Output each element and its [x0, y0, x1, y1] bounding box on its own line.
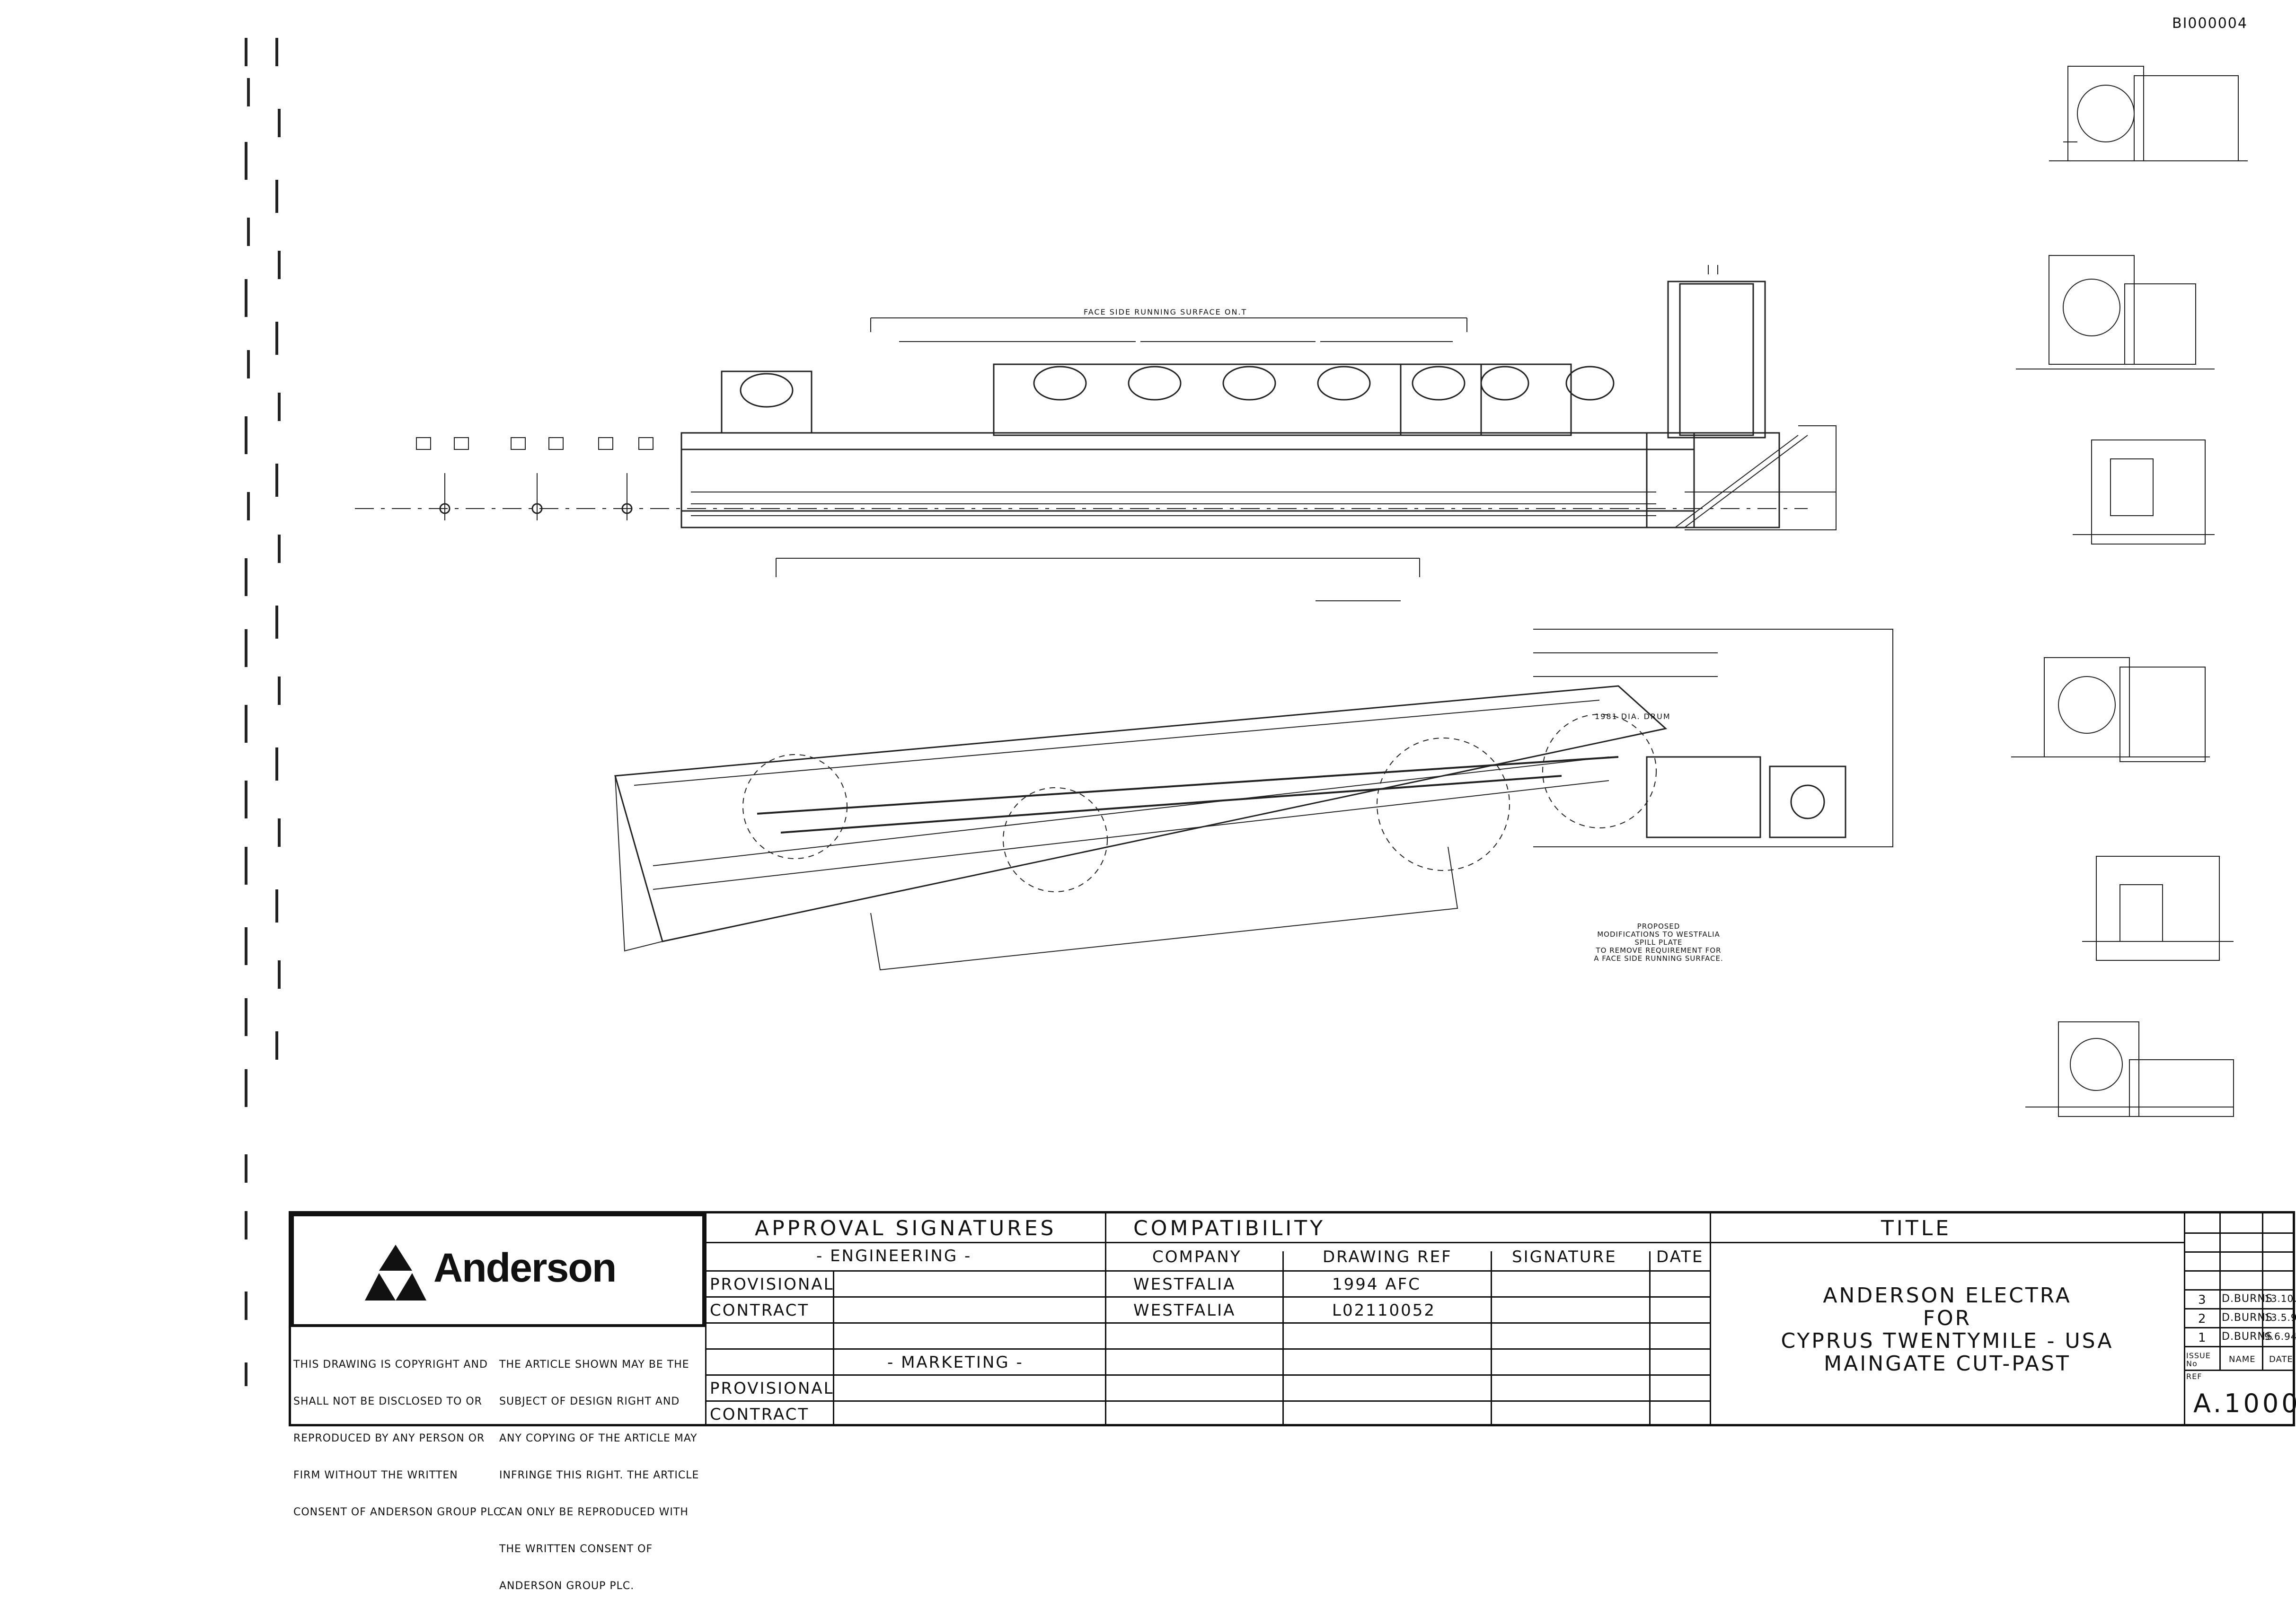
revision-date: 13.5.94 — [2264, 1312, 2296, 1323]
plan-view — [355, 265, 1837, 601]
note-line: SPILL PLATE — [1634, 938, 1683, 947]
notice-line: SHALL NOT BE DISCLOSED TO OR — [293, 1396, 482, 1407]
revision-date: 13.10.94 — [2264, 1293, 2296, 1304]
binding-marks — [245, 38, 281, 1386]
revision-date: 9.6.94 — [2264, 1331, 2296, 1342]
engineering-contract-label: CONTRACT — [710, 1301, 810, 1320]
company-name: Anderson — [433, 1245, 617, 1291]
notice-line: INFRINGE THIS RIGHT. THE ARTICLE — [499, 1469, 699, 1481]
compat-row-drawing-ref: L02110052 — [1332, 1301, 1436, 1320]
compat-row-company: WESTFALIA — [1133, 1275, 1236, 1294]
compat-row-company: WESTFALIA — [1133, 1301, 1236, 1320]
notice-line: SUBJECT OF DESIGN RIGHT AND — [499, 1396, 680, 1407]
side-view — [614, 629, 1893, 971]
design-right-notice: THE ARTICLE SHOWN MAY BE THE SUBJECT OF … — [499, 1334, 699, 1617]
note-line: MODIFICATIONS TO WESTFALIA — [1597, 930, 1720, 939]
detail-views — [2011, 66, 2248, 1117]
date-column-header: DATE — [1656, 1248, 1704, 1266]
notice-line: CONSENT OF ANDERSON GROUP PLC. — [293, 1506, 505, 1518]
company-column-header: COMPANY — [1152, 1248, 1242, 1266]
notice-line: THIS DRAWING IS COPYRIGHT AND — [293, 1359, 488, 1371]
notice-line: CAN ONLY BE REPRODUCED WITH — [499, 1506, 689, 1518]
revision-issue: 1 — [2198, 1331, 2207, 1345]
title-line: ANDERSON ELECTRA — [1823, 1283, 2072, 1308]
title-line: MAINGATE CUT-PAST — [1824, 1352, 2071, 1376]
engineering-label: - ENGINEERING - — [816, 1247, 972, 1265]
name-column-header: NAME — [2229, 1354, 2256, 1364]
title-line: FOR — [1923, 1306, 1972, 1330]
ref-label: REF — [2186, 1372, 2202, 1381]
signature-column-header: SIGNATURE — [1512, 1248, 1617, 1266]
revision-issue: 3 — [2198, 1293, 2207, 1307]
revision-name: D.BURNS — [2222, 1293, 2273, 1305]
document-number: BI000004 — [2172, 15, 2248, 32]
engineering-provisional-label: PROVISIONAL — [710, 1275, 834, 1294]
revision-issue: 2 — [2198, 1312, 2207, 1326]
drawing-ref-column-header: DRAWING REF — [1323, 1248, 1452, 1266]
compatibility-header: COMPATIBILITY — [1133, 1216, 1325, 1240]
note-line: PROPOSED — [1637, 922, 1680, 931]
approval-signatures-header: APPROVAL SIGNATURES — [755, 1216, 1057, 1240]
notice-line: THE ARTICLE SHOWN MAY BE THE — [499, 1359, 689, 1371]
engineering-drawing — [245, 38, 2248, 1386]
drawing-number: A.1000.221.5 — [2193, 1389, 2296, 1418]
revision-name: D.BURNS — [2222, 1312, 2273, 1324]
issue-column-header: ISSUE No — [2186, 1351, 2211, 1368]
notice-line: REPRODUCED BY ANY PERSON OR — [293, 1432, 485, 1444]
drawing-title: ANDERSON ELECTRA FOR CYPRUS TWENTYMILE -… — [1711, 1284, 2184, 1375]
date-column-header: DATE — [2269, 1354, 2293, 1364]
title-block: Anderson THIS DRAWING IS COPYRIGHT AND S… — [289, 1211, 2296, 1592]
marketing-label: - MARKETING - — [887, 1353, 1024, 1372]
notice-line: ANY COPYING OF THE ARTICLE MAY — [499, 1432, 698, 1444]
title-line: CYPRUS TWENTYMILE - USA — [1781, 1329, 2114, 1353]
marketing-provisional-label: PROVISIONAL — [710, 1379, 834, 1398]
marketing-contract-label: CONTRACT — [710, 1405, 810, 1424]
title-header: TITLE — [1881, 1216, 1952, 1240]
revision-name: D.BURNS — [2222, 1331, 2273, 1343]
company-logo-box: Anderson — [291, 1213, 705, 1327]
notice-line: THE WRITTEN CONSENT OF — [499, 1543, 653, 1555]
note-line: TO REMOVE REQUIREMENT FOR — [1596, 946, 1722, 955]
note-line: A FACE SIDE RUNNING SURFACE. — [1594, 954, 1723, 963]
face-side-annotation: FACE SIDE RUNNING SURFACE ON.T — [1084, 308, 1247, 316]
copyright-notice: THIS DRAWING IS COPYRIGHT AND SHALL NOT … — [293, 1334, 505, 1543]
notice-line: FIRM WITHOUT THE WRITTEN — [293, 1469, 458, 1481]
anderson-triangles-icon — [365, 1245, 426, 1301]
compat-row-drawing-ref: 1994 AFC — [1332, 1275, 1421, 1294]
notice-line: ANDERSON GROUP PLC. — [499, 1580, 635, 1592]
drum-annotation: 1981 DIA. DRUM — [1595, 712, 1671, 721]
modification-note: PROPOSED MODIFICATIONS TO WESTFALIA SPIL… — [1585, 923, 1732, 963]
